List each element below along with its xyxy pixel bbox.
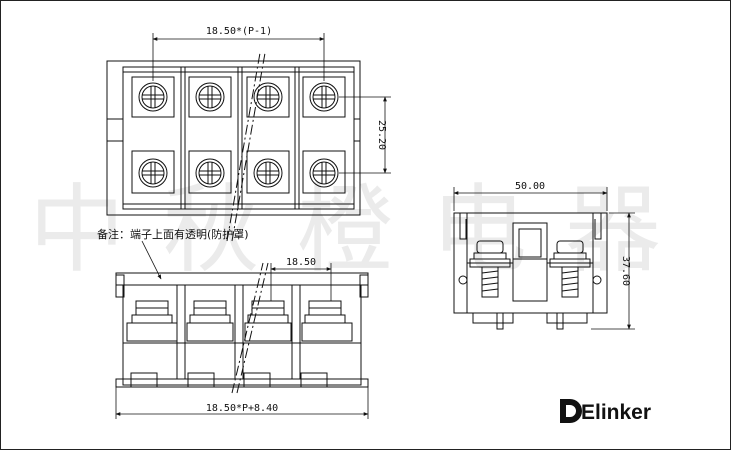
bottom-pitch-dimension xyxy=(270,263,332,301)
screw-icon xyxy=(195,82,225,112)
total-length-dimension xyxy=(115,387,369,419)
elinker-logo: Elinker xyxy=(560,399,651,424)
screw-icon xyxy=(138,82,168,112)
screw-head-icon xyxy=(301,300,353,342)
total-length-label: 18.50*P+8.40 xyxy=(206,403,278,414)
bottom-pitch-label: 18.50 xyxy=(286,257,316,268)
screw-head-icon xyxy=(126,300,178,342)
side-screw-icon xyxy=(469,240,511,298)
screw-icon xyxy=(309,158,339,188)
screw-icon xyxy=(195,158,225,188)
screw-icon xyxy=(138,158,168,188)
front-view xyxy=(115,262,369,394)
screw-head-icon xyxy=(244,300,292,342)
side-height-dimension xyxy=(591,212,635,330)
row-spacing-label: 25.20 xyxy=(376,120,387,150)
side-width-label: 50.00 xyxy=(515,181,545,192)
side-width-dimension xyxy=(453,187,608,211)
brand-name: Elinker xyxy=(581,401,651,424)
logo-mark-icon xyxy=(560,399,582,423)
top-view xyxy=(106,52,361,242)
side-height-label: 37.60 xyxy=(620,256,631,286)
screw-head-icon xyxy=(186,300,234,342)
screw-icon xyxy=(309,82,339,112)
screw-icon xyxy=(253,82,283,112)
pitch-dimension xyxy=(152,33,325,81)
pitch-label: 18.50*(P-1) xyxy=(206,26,272,37)
protective-cover-note: 备注：端子上面有透明(防护罩) xyxy=(97,227,249,241)
side-screw-icon xyxy=(549,240,591,298)
side-view xyxy=(453,212,608,330)
screw-icon xyxy=(253,158,283,188)
row-spacing-dimension xyxy=(339,96,391,174)
